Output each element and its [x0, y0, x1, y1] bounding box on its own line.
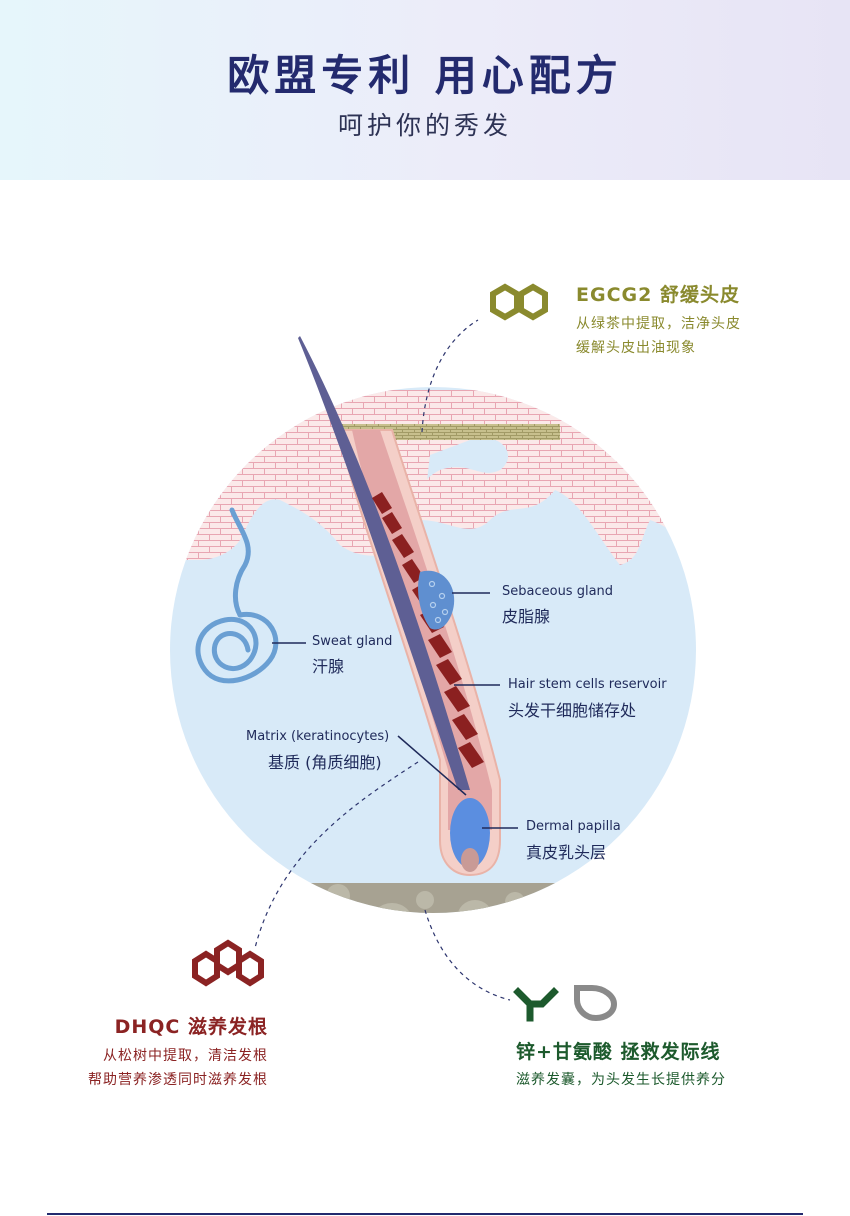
sweat-gland [195, 507, 279, 684]
zinc-glycine-icon [513, 985, 618, 1022]
hair-follicle-diagram [170, 283, 696, 1022]
sebaceous-label-cn: 皮脂腺 [502, 607, 551, 626]
zinc-title: 锌+甘氨酸 拯救发际线 [516, 1041, 721, 1063]
matrix-label-en: Matrix (keratinocytes) [246, 729, 390, 744]
stem-label-cn: 头发干细胞储存处 [508, 701, 637, 720]
egcg-molecule-icon [490, 283, 548, 321]
matrix-leader [397, 735, 467, 796]
zinc-connector [424, 909, 511, 1001]
dhqc-molecule-icon [192, 939, 264, 987]
egcg-desc-line1: 从绿茶中提取，洁净头皮 [576, 316, 741, 332]
sweat-label-cn: 汗腺 [312, 657, 345, 676]
stem-label-en: Hair stem cells reservoir [508, 677, 667, 692]
dermal-papilla [450, 798, 490, 868]
dhqc-title: DHQC 滋养发根 [114, 1016, 268, 1038]
egcg-desc-line2: 缓解头皮出油现象 [576, 340, 696, 356]
dhqc-desc-line1: 从松树中提取，清洁发根 [103, 1048, 268, 1064]
sweat-label-en: Sweat gland [312, 634, 393, 649]
sebaceous-label-en: Sebaceous gland [502, 584, 614, 599]
zinc-desc-line1: 滋养发囊，为头发生长提供养分 [516, 1072, 726, 1088]
footer-divider [47, 1213, 803, 1215]
header-banner: 欧盟专利 用心配方 呵护你的秀发 [0, 0, 850, 180]
papilla-label-cn: 真皮乳头层 [526, 843, 607, 862]
page-subtitle: 呵护你的秀发 [337, 111, 512, 140]
dhqc-desc-line2: 帮助营养渗透同时滋养发根 [88, 1072, 268, 1088]
page-title: 欧盟专利 用心配方 [227, 51, 623, 100]
matrix-label-cn: 基质 (角质细胞) [268, 753, 382, 772]
egcg-connector [421, 319, 479, 433]
egcg-title: EGCG2 舒缓头皮 [576, 284, 740, 306]
dhqc-connector [254, 761, 419, 949]
papilla-label-en: Dermal papilla [526, 819, 621, 834]
hair-shaft [298, 336, 470, 790]
